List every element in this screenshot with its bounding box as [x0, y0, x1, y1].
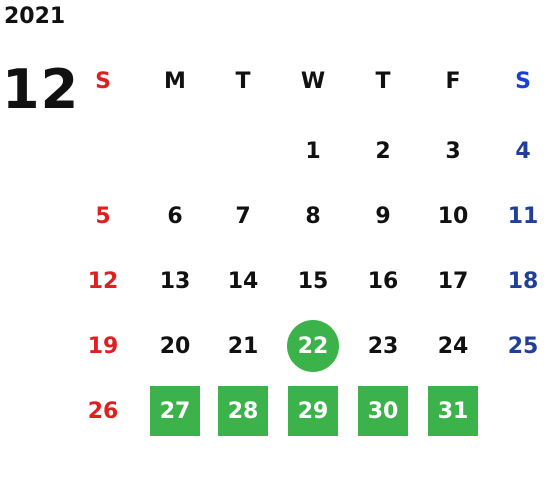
day-4[interactable]: 4: [515, 138, 531, 164]
weekday-header-2: T: [235, 68, 251, 94]
day-9[interactable]: 9: [375, 203, 391, 229]
day-21[interactable]: 21: [227, 333, 259, 359]
weekday-header-6: S: [515, 68, 531, 94]
weekday-header-0: S: [95, 68, 111, 94]
weekday-header-3: W: [300, 68, 326, 94]
day-28[interactable]: 28: [218, 386, 268, 436]
day-22[interactable]: 22: [287, 320, 339, 372]
day-10[interactable]: 10: [437, 203, 469, 229]
day-30[interactable]: 30: [358, 386, 408, 436]
day-11[interactable]: 11: [507, 203, 539, 229]
day-7[interactable]: 7: [235, 203, 251, 229]
day-25[interactable]: 25: [507, 333, 539, 359]
day-2[interactable]: 2: [375, 138, 391, 164]
day-16[interactable]: 16: [367, 268, 399, 294]
day-29[interactable]: 29: [288, 386, 338, 436]
day-6[interactable]: 6: [167, 203, 183, 229]
day-15[interactable]: 15: [297, 268, 329, 294]
day-17[interactable]: 17: [437, 268, 469, 294]
calendar-year: 2021: [4, 4, 66, 29]
calendar-month: 12: [2, 58, 80, 121]
day-1[interactable]: 1: [305, 138, 321, 164]
day-12[interactable]: 12: [87, 268, 119, 294]
day-24[interactable]: 24: [437, 333, 469, 359]
weekday-header-4: T: [375, 68, 391, 94]
day-31[interactable]: 31: [428, 386, 478, 436]
day-19[interactable]: 19: [87, 333, 119, 359]
day-5[interactable]: 5: [95, 203, 111, 229]
day-3[interactable]: 3: [445, 138, 461, 164]
day-23[interactable]: 23: [367, 333, 399, 359]
day-27[interactable]: 27: [150, 386, 200, 436]
day-26[interactable]: 26: [87, 398, 119, 424]
day-18[interactable]: 18: [507, 268, 539, 294]
day-13[interactable]: 13: [159, 268, 191, 294]
day-8[interactable]: 8: [305, 203, 321, 229]
weekday-header-5: F: [445, 68, 461, 94]
day-20[interactable]: 20: [159, 333, 191, 359]
day-14[interactable]: 14: [227, 268, 259, 294]
weekday-header-1: M: [164, 68, 186, 94]
